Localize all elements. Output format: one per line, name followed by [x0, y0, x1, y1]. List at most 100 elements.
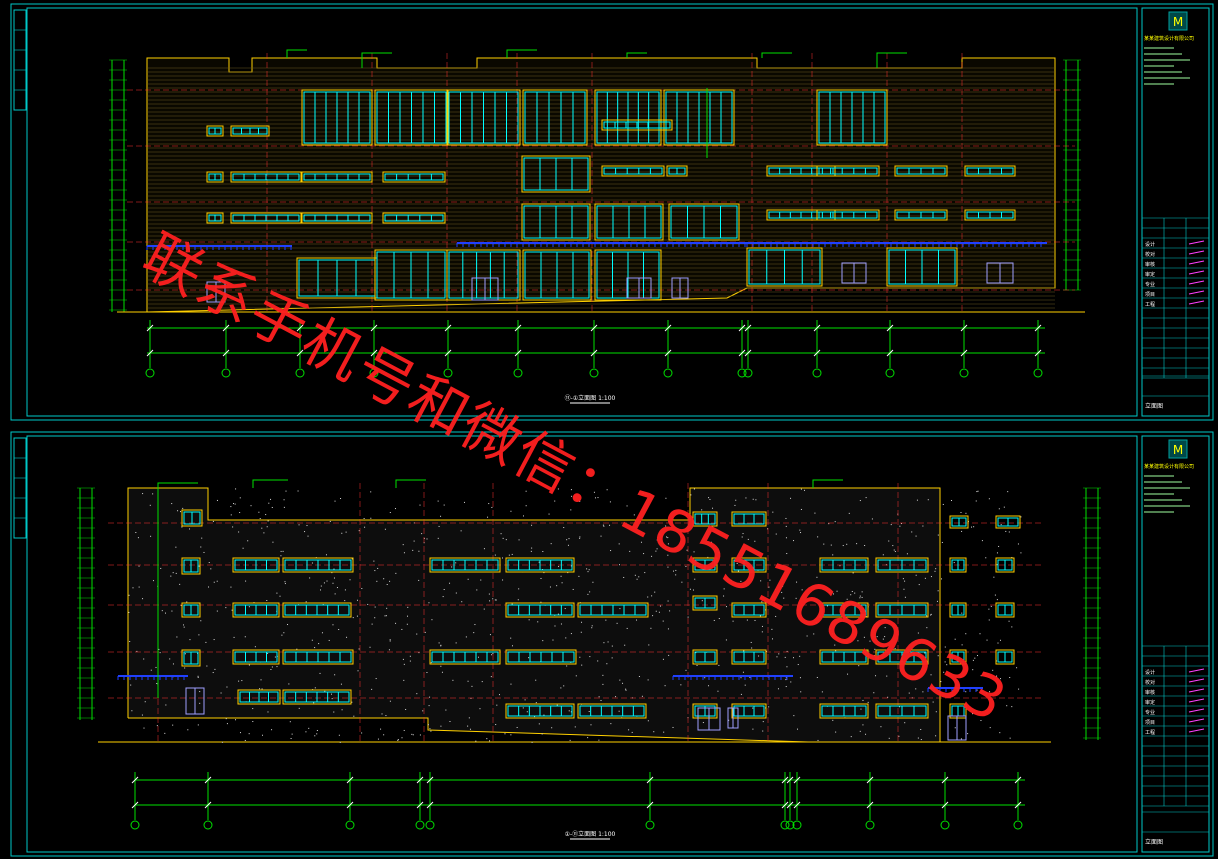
hatch-dot	[796, 582, 797, 583]
hatch-dot	[926, 615, 927, 616]
hatch-dot	[817, 536, 818, 537]
hatch-dot	[667, 567, 668, 568]
hatch-dot	[451, 566, 452, 567]
hatch-dot	[976, 491, 977, 492]
hatch-dot	[249, 606, 250, 607]
hatch-dot	[187, 729, 188, 730]
hatch-dot	[718, 552, 719, 553]
hatch-dot	[955, 727, 956, 728]
hatch-dot	[304, 531, 305, 532]
hatch-dot	[189, 528, 190, 529]
hatch-dot	[724, 588, 725, 589]
hatch-dot	[905, 597, 906, 598]
hatch-dot	[324, 582, 325, 583]
hatch-dot	[877, 636, 878, 637]
hatch-dot	[996, 676, 997, 677]
hatch-dot	[989, 498, 990, 499]
hatch-dot	[623, 577, 624, 578]
hatch-dot	[619, 543, 620, 544]
hatch-dot	[612, 657, 613, 658]
hatch-dot	[144, 728, 145, 729]
hatch-dot	[128, 612, 129, 613]
hatch-dot	[221, 692, 222, 693]
hatch-dot	[258, 512, 259, 513]
hatch-dot	[660, 606, 661, 607]
hatch-dot	[427, 538, 428, 539]
hatch-dot	[449, 721, 450, 722]
hatch-dot	[245, 581, 246, 582]
hatch-dot	[333, 569, 334, 570]
hatch-dot	[272, 666, 273, 667]
hatch-dot	[1007, 491, 1008, 492]
hatch-dot	[429, 697, 430, 698]
hatch-dot	[778, 653, 779, 654]
hatch-dot	[165, 704, 166, 705]
drawing-name: 立面图	[1145, 402, 1163, 410]
hatch-dot	[340, 498, 341, 499]
hatch-dot	[232, 526, 233, 527]
hatch-dot	[217, 581, 218, 582]
hatch-dot	[268, 503, 269, 504]
hatch-dot	[404, 664, 405, 665]
hatch-dot	[150, 505, 151, 506]
hatch-dot	[571, 489, 572, 490]
hatch-dot	[1011, 706, 1012, 707]
hatch-dot	[785, 679, 786, 680]
hatch-dot	[925, 578, 926, 579]
hatch-dot	[769, 580, 770, 581]
hatch-dot	[527, 711, 528, 712]
hatch-dot	[182, 508, 183, 509]
title-row-label: 审定	[1145, 271, 1155, 278]
hatch-dot	[158, 649, 159, 650]
hatch-dot	[395, 508, 396, 509]
hatch-dot	[965, 513, 966, 514]
hatch-dot	[1018, 543, 1019, 544]
hatch-dot	[745, 497, 746, 498]
hatch-dot	[509, 555, 510, 556]
hatch-dot	[267, 526, 268, 527]
hatch-dot	[760, 580, 761, 581]
hatch-dot	[807, 635, 808, 636]
hatch-dot	[886, 676, 887, 677]
hatch-dot	[976, 500, 977, 501]
hatch-dot	[502, 579, 503, 580]
hatch-dot	[883, 639, 884, 640]
hatch-dot	[943, 672, 944, 673]
hatch-dot	[496, 600, 497, 601]
hatch-dot	[230, 587, 231, 588]
hatch-dot	[206, 666, 207, 667]
hatch-dot	[443, 596, 444, 597]
hatch-dot	[461, 601, 462, 602]
hatch-dot	[936, 711, 937, 712]
hatch-dot	[438, 538, 439, 539]
hatch-dot	[663, 659, 664, 660]
hatch-dot	[931, 576, 932, 577]
hatch-dot	[200, 620, 201, 621]
hatch-dot	[374, 617, 375, 618]
hatch-dot	[988, 609, 989, 610]
hatch-dot	[652, 615, 653, 616]
hatch-dot	[1009, 677, 1010, 678]
hatch-dot	[636, 620, 637, 621]
hatch-dot	[928, 499, 929, 500]
hatch-dot	[185, 653, 186, 654]
hatch-dot	[306, 601, 307, 602]
hatch-dot	[748, 539, 749, 540]
hatch-dot	[569, 710, 570, 711]
hatch-dot	[973, 526, 974, 527]
hatch-dot	[338, 629, 339, 630]
company-name: 某某建筑设计有限公司	[1144, 463, 1194, 470]
hatch-dot	[385, 615, 386, 616]
hatch-dot	[627, 505, 628, 506]
hatch-dot	[333, 712, 334, 713]
hatch-dot	[288, 683, 289, 684]
hatch-dot	[860, 596, 861, 597]
hatch-dot	[318, 643, 319, 644]
hatch-dot	[591, 627, 592, 628]
hatch-dot	[469, 717, 470, 718]
hatch-dot	[753, 499, 754, 500]
hatch-dot	[486, 738, 487, 739]
hatch-dot	[898, 736, 899, 737]
hatch-dot	[985, 557, 986, 558]
